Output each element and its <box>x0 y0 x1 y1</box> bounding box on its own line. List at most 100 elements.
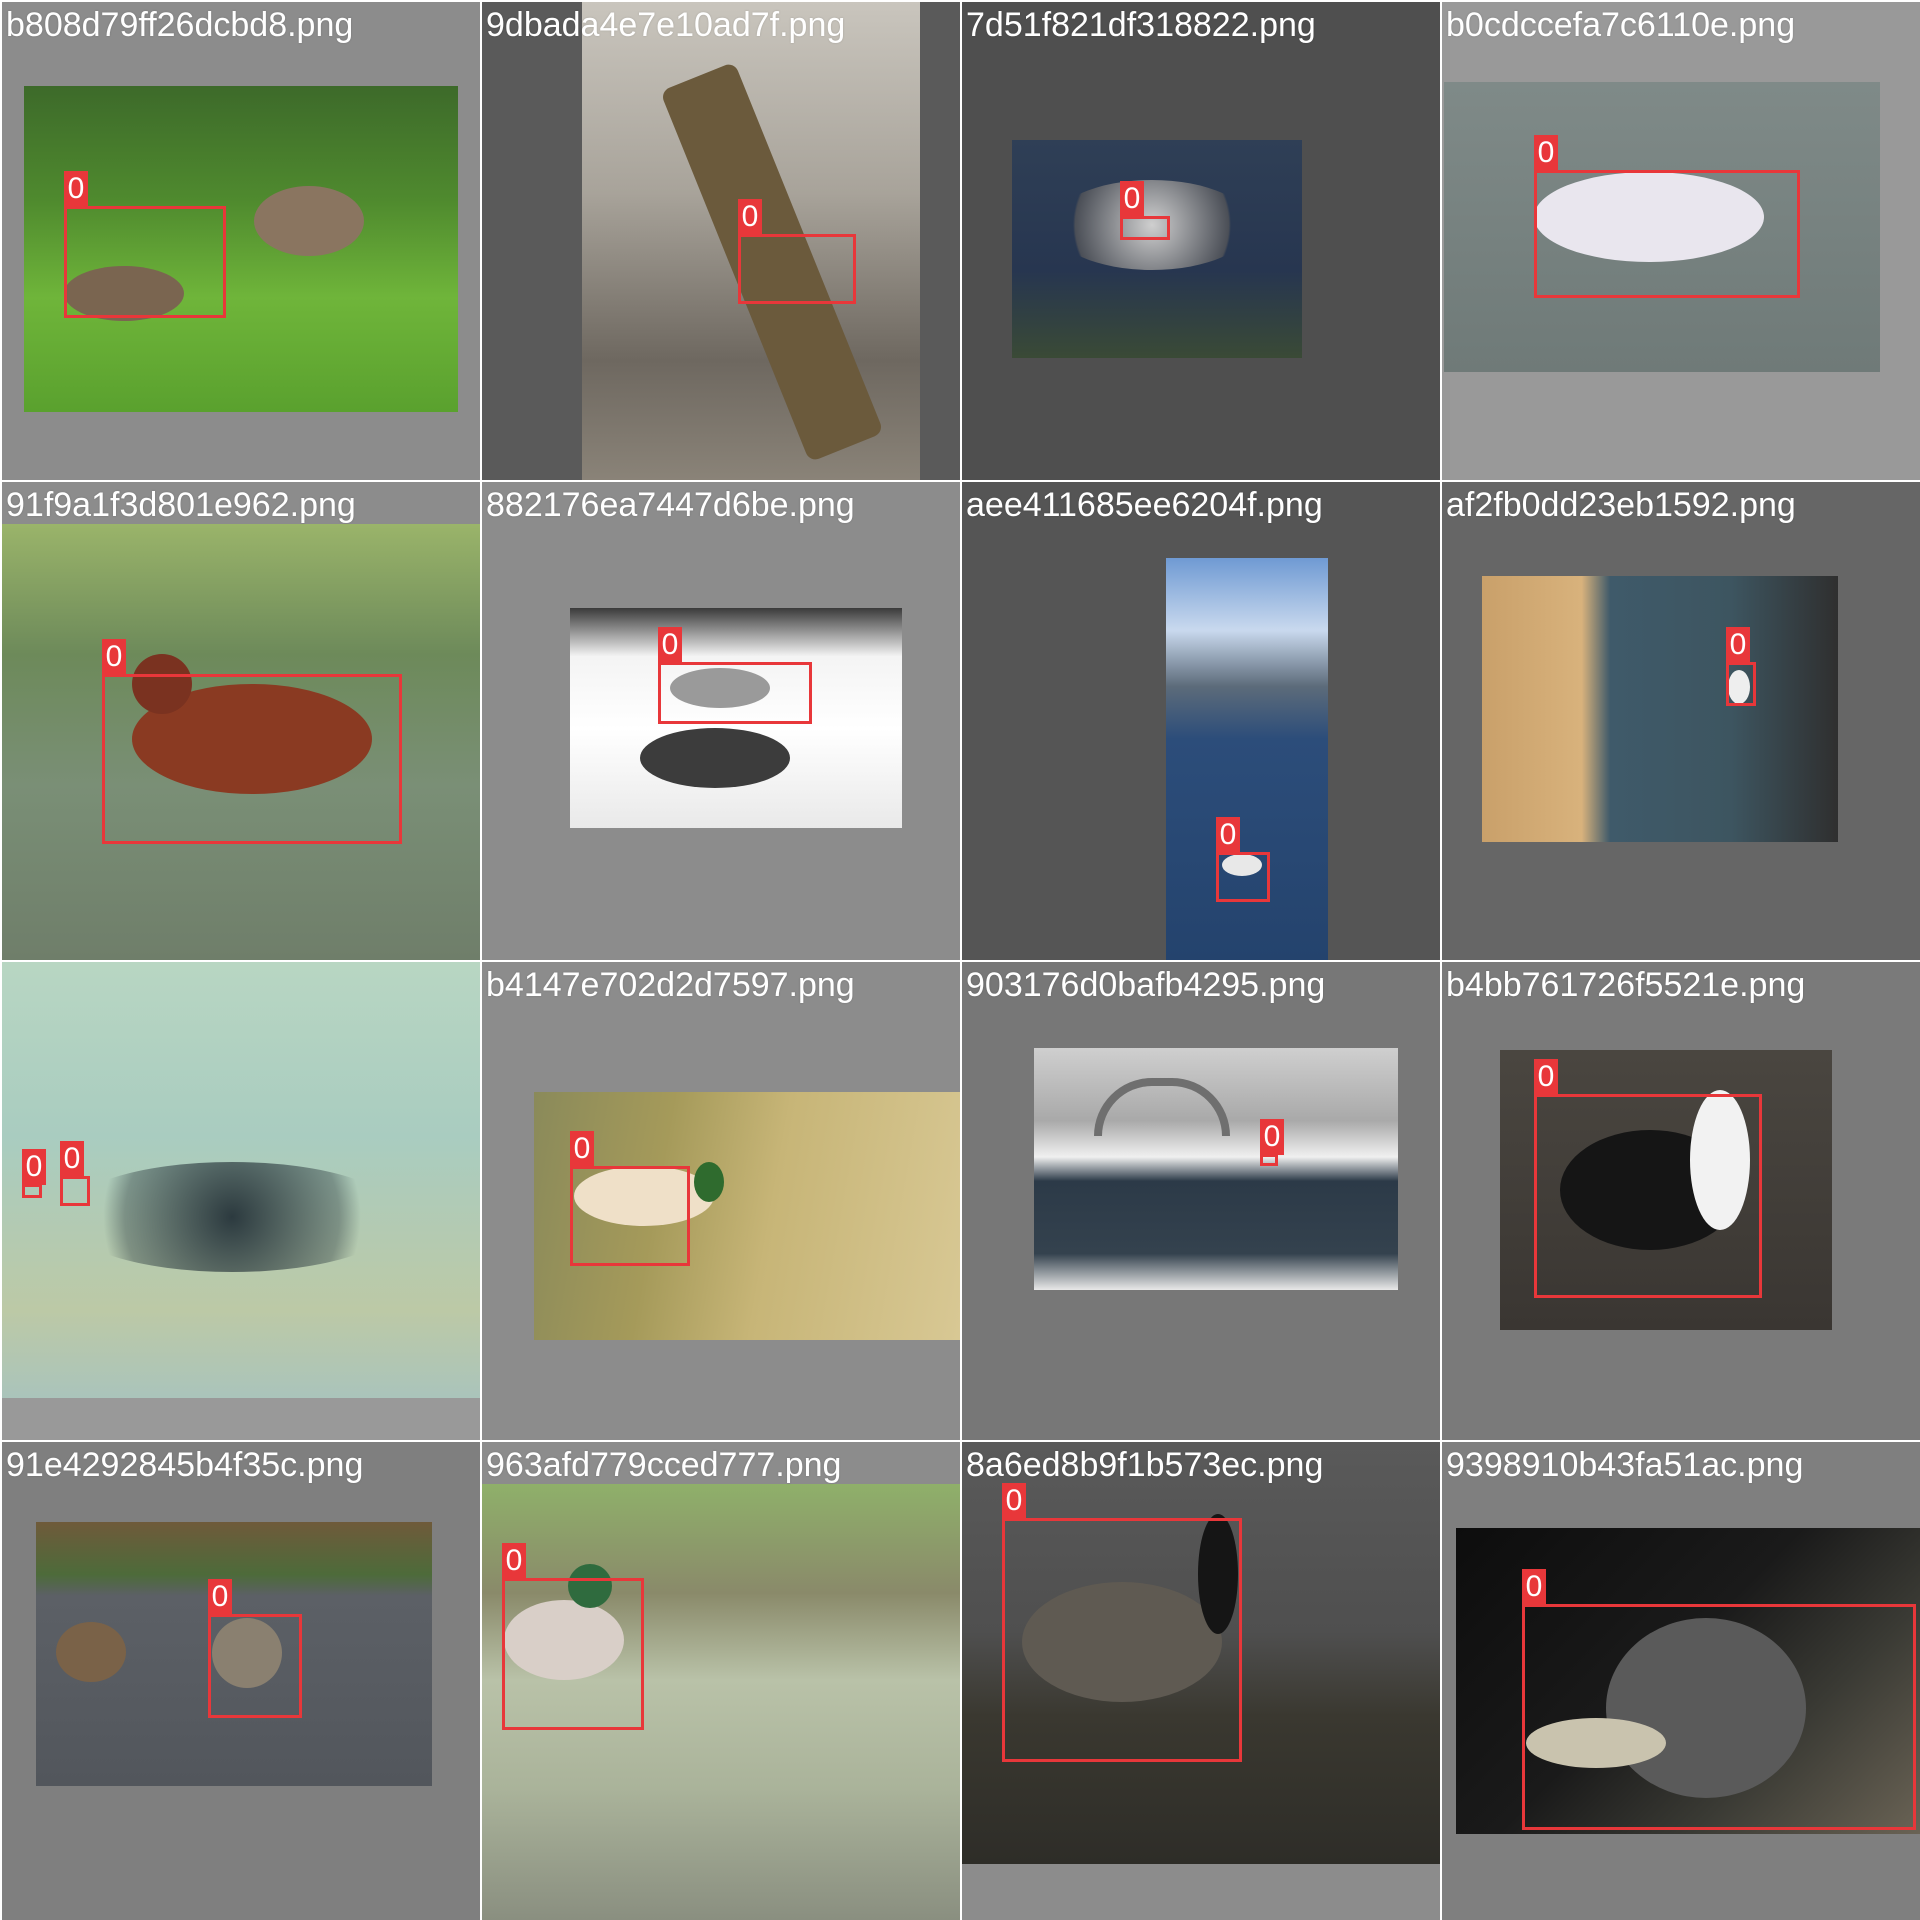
detection-box: 0 <box>1534 1059 1762 1298</box>
detection-box: 0 <box>1120 181 1170 240</box>
detection-box: 0 <box>1522 1569 1916 1830</box>
box-label: 0 <box>738 199 762 235</box>
detection-box: 0 <box>102 639 402 844</box>
box-label: 0 <box>22 1149 46 1185</box>
detection-box: 0 <box>22 1149 46 1198</box>
goose-shape <box>254 186 364 256</box>
tile-filename: af2fb0dd23eb1592.png <box>1446 486 1796 524</box>
mosaic-tile: aee411685ee6204f.png 0 <box>962 482 1440 960</box>
tile-filename: 963afd779cced777.png <box>486 1446 842 1484</box>
swan-shape <box>1222 854 1262 876</box>
mosaic-tile: 903176d0bafb4295.png 0 <box>962 962 1440 1440</box>
bridge-shape <box>1094 1078 1230 1136</box>
box-label: 0 <box>570 1131 594 1167</box>
duck-head-shape <box>1606 1618 1806 1798</box>
detection-box: 0 <box>502 1543 644 1730</box>
photo <box>534 1092 960 1340</box>
tile-filename: 882176ea7447d6be.png <box>486 486 855 524</box>
tile-filename: b808d79ff26dcbd8.png <box>6 6 354 44</box>
mosaic-tile: 963afd779cced777.png 0 <box>482 1442 960 1920</box>
detection-box: 0 <box>1260 1119 1284 1166</box>
photo <box>1482 576 1838 842</box>
goose-shape <box>64 266 184 321</box>
tile-filename: 7d51f821df318822.png <box>966 6 1316 44</box>
box-label: 0 <box>1120 181 1144 217</box>
tile-filename: 8a6ed8b9f1b573ec.png <box>966 1446 1324 1484</box>
goose-shape <box>1022 1582 1222 1702</box>
detection-box: 0 <box>1002 1483 1242 1762</box>
detection-box: 0 <box>1216 817 1270 902</box>
photo <box>962 1442 1440 1864</box>
photo <box>36 1522 432 1786</box>
duck-shape <box>574 1166 714 1226</box>
box-label: 0 <box>60 1141 84 1177</box>
detection-box: 0 <box>570 1131 690 1266</box>
swan-shape <box>670 668 770 708</box>
duck-bill-shape <box>1526 1718 1666 1768</box>
tile-filename: b4147e702d2d7597.png <box>486 966 855 1004</box>
box-label: 0 <box>1534 135 1558 171</box>
box-label: 0 <box>1534 1059 1558 1095</box>
mosaic-tile: 9398910b43fa51ac.png 0 <box>1442 1442 1920 1920</box>
mosaic-tile: af2fb0dd23eb1592.png 0 <box>1442 482 1920 960</box>
duck-shape <box>56 1622 126 1682</box>
mosaic-tile: 8a6ed8b9f1b573ec.png 0 <box>962 1442 1440 1920</box>
photo <box>24 86 458 412</box>
box-label: 0 <box>658 627 682 663</box>
box-label: 0 <box>208 1579 232 1615</box>
duck-shape <box>1728 670 1750 704</box>
mosaic-tile: 91e4292845b4f35c.png 0 <box>2 1442 480 1920</box>
mosaic-tile: 882176ea7447d6be.png 0 <box>482 482 960 960</box>
reflection-shape <box>640 728 790 788</box>
mosaic-tile: 91f9a1f3d801e962.png 0 <box>2 482 480 960</box>
duck-shape <box>504 1600 624 1680</box>
photo <box>2 962 480 1398</box>
box-label: 0 <box>102 639 126 675</box>
photo <box>1444 82 1880 372</box>
detection-box: 0 <box>658 627 812 724</box>
box-label: 0 <box>1522 1569 1546 1605</box>
duck-head-shape <box>132 654 192 714</box>
box-label: 0 <box>1002 1483 1026 1519</box>
tile-filename: 9dbada4e7e10ad7f.png <box>486 6 846 44</box>
duck-shape <box>212 1618 282 1688</box>
photo <box>1012 140 1302 358</box>
photo <box>482 1484 960 1920</box>
box-label: 0 <box>1216 817 1240 853</box>
mosaic-tile: 0 0 <box>2 962 480 1440</box>
box-label: 0 <box>502 1543 526 1579</box>
duck-flock-shape <box>1052 180 1252 270</box>
detection-box: 0 <box>1534 135 1800 298</box>
duck-head-shape <box>694 1162 724 1202</box>
photo <box>570 608 902 828</box>
mosaic-tile: b808d79ff26dcbd8.png 0 <box>2 2 480 480</box>
photo <box>582 2 920 480</box>
cormorant-flock-shape <box>62 1162 402 1272</box>
photo <box>1166 558 1328 960</box>
mosaic-tile: b4bb761726f5521e.png 0 <box>1442 962 1920 1440</box>
duck-shape <box>1534 172 1764 262</box>
duck-head-shape <box>568 1564 612 1608</box>
tile-filename: 91f9a1f3d801e962.png <box>6 486 356 524</box>
detection-box: 0 <box>738 199 856 304</box>
tile-filename: 91e4292845b4f35c.png <box>6 1446 364 1484</box>
detection-box: 0 <box>64 171 226 318</box>
mosaic-tile: b0cdccefa7c6110e.png 0 <box>1442 2 1920 480</box>
tile-filename: aee411685ee6204f.png <box>966 486 1323 524</box>
mosaic-tile: b4147e702d2d7597.png 0 <box>482 962 960 1440</box>
tile-filename: b4bb761726f5521e.png <box>1446 966 1806 1004</box>
mosaic-tile: 7d51f821df318822.png 0 <box>962 2 1440 480</box>
tile-filename: 903176d0bafb4295.png <box>966 966 1326 1004</box>
duck-neck-shape <box>1690 1090 1750 1230</box>
goose-neck-shape <box>1198 1514 1238 1634</box>
mosaic-tile: 9dbada4e7e10ad7f.png 0 <box>482 2 960 480</box>
box-label: 0 <box>64 171 88 207</box>
box-label: 0 <box>1260 1119 1284 1155</box>
photo <box>1034 1048 1398 1290</box>
tile-filename: b0cdccefa7c6110e.png <box>1446 6 1796 44</box>
detection-box: 0 <box>1726 627 1756 706</box>
detection-box: 0 <box>60 1141 90 1206</box>
detection-box: 0 <box>208 1579 302 1718</box>
box-label: 0 <box>1726 627 1750 663</box>
